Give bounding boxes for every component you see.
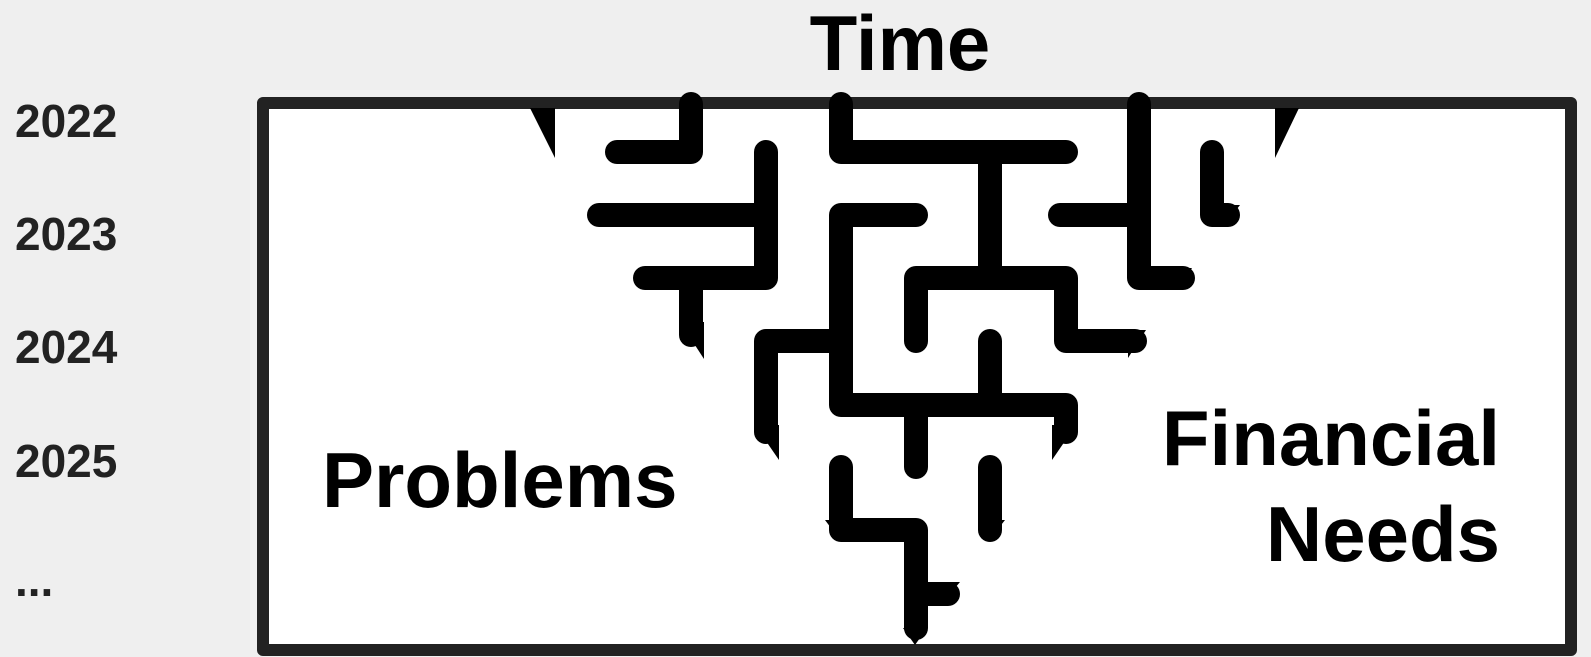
financial-needs-label: Financial Needs bbox=[1100, 390, 1500, 582]
financial-needs-line: Needs bbox=[1265, 490, 1500, 578]
year-label: 2024 bbox=[15, 321, 118, 373]
maze-wall bbox=[1200, 140, 1240, 227]
maze-spike bbox=[530, 108, 555, 158]
year-label: 2025 bbox=[15, 435, 118, 487]
maze-wall bbox=[904, 266, 1147, 353]
maze-wall bbox=[1127, 92, 1195, 290]
year-label: 2022 bbox=[15, 95, 118, 147]
year-label: ... bbox=[15, 554, 54, 606]
maze-wall bbox=[754, 329, 853, 444]
financial-needs-line: Financial bbox=[1161, 394, 1500, 482]
maze-spike bbox=[1275, 108, 1299, 158]
problems-label: Problems bbox=[322, 436, 678, 524]
year-label: 2023 bbox=[15, 208, 118, 260]
maze-wall bbox=[829, 455, 928, 640]
time-title: Time bbox=[809, 0, 991, 87]
maze-wall bbox=[829, 203, 1078, 444]
maze-wall bbox=[605, 92, 703, 164]
diagram-frame bbox=[257, 97, 1577, 656]
maze-wall bbox=[829, 92, 1078, 164]
maze-walls bbox=[587, 92, 1240, 640]
